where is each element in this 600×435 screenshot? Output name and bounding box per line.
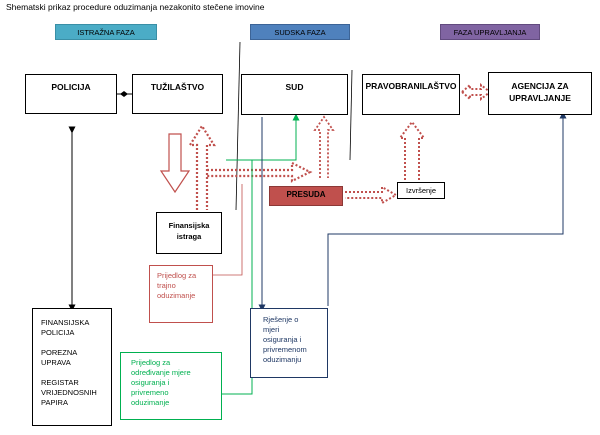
tuzilastvo-box: TUŽILAŠTVO xyxy=(132,74,223,114)
green-line-prijedlog-mjere xyxy=(222,113,300,395)
navy-line-rjesenje-agencija xyxy=(327,111,567,306)
policija-label: POLICIJA xyxy=(51,82,91,92)
diamond-connector xyxy=(120,91,128,97)
red-dotted-arrow-izvrsenje xyxy=(345,185,399,205)
prijedlog-trajno-line2: trajno xyxy=(157,281,176,290)
rjesenje-line1: Rješenje o xyxy=(263,315,299,324)
red-dotted-up-arrow-sud xyxy=(313,115,335,178)
pravobranilastvo-box: PRAVOBRANILAŠTVO xyxy=(362,74,460,115)
institutions-box: FINANSIJSKA POLICIJA POREZNA UPRAVA REGI… xyxy=(32,308,112,426)
rjesenje-line2: mjeri xyxy=(263,325,280,334)
sud-label: SUD xyxy=(285,82,304,92)
registar-line2: VRIJEDNOSNIH xyxy=(41,388,97,397)
presuda-label: PRESUDA xyxy=(286,190,326,199)
red-dotted-up-arrow-tuzilastvo xyxy=(188,123,216,210)
finansijska-policija-line2: POLICIJA xyxy=(41,328,75,337)
poreska-uprava-line1: POREZNA xyxy=(41,348,78,357)
red-line-prijedlog-trajno xyxy=(213,184,243,276)
prijedlog-trajno-line3: oduzimanje xyxy=(157,291,196,300)
presuda-box: PRESUDA xyxy=(269,186,343,206)
poreska-uprava-line2: UPRAVA xyxy=(41,358,71,367)
agencija-box: AGENCIJA ZA UPRAVLJANJE xyxy=(488,72,592,115)
finansijska-istraga-box: Finansijska istraga xyxy=(156,212,222,254)
agencija-label-line1: AGENCIJA ZA xyxy=(511,81,569,91)
izvrsenje-box: Izvršenje xyxy=(397,182,445,199)
diagram-title: Shematski prikaz procedure oduzimanja ne… xyxy=(6,2,265,12)
prijedlog-mjere-line4: privremeno xyxy=(131,388,169,397)
prijedlog-mjere-line5: oduzimanje xyxy=(131,398,170,407)
sud-box: SUD xyxy=(241,74,348,115)
rjesenje-line3: osiguranja i xyxy=(263,335,302,344)
red-dotted-double-arrow-agencija xyxy=(460,82,492,102)
tuzilastvo-label: TUŽILAŠTVO xyxy=(150,82,205,92)
prijedlog-mjere-line3: osiguranja i xyxy=(131,378,170,387)
policija-box: POLICIJA xyxy=(25,74,117,114)
phase-upravljanja: FAZA UPRAVLJANJA xyxy=(440,24,540,40)
phase-separator-left xyxy=(235,41,241,211)
pravobranilastvo-label: PRAVOBRANILAŠTVO xyxy=(365,81,457,91)
agencija-label-line2: UPRAVLJANJE xyxy=(509,93,571,103)
prijedlog-trajno-line1: Prijedlog za xyxy=(157,271,197,280)
red-dotted-up-arrow-pravobranilastvo xyxy=(398,120,426,180)
phase-separator-right xyxy=(349,69,353,161)
registar-line1: REGISTAR xyxy=(41,378,79,387)
prijedlog-mjere-line1: Prijedlog za xyxy=(131,358,171,367)
finansijska-label-line2: istraga xyxy=(176,232,202,241)
red-hollow-down-arrow xyxy=(159,133,191,194)
rjesenje-line4: privremenom xyxy=(263,345,307,354)
finansijska-label-line1: Finansijska xyxy=(168,221,210,230)
finansijska-policija-line1: FINANSIJSKA xyxy=(41,318,90,327)
prijedlog-trajno-box: Prijedlog za trajno oduzimanje xyxy=(149,265,213,323)
prijedlog-mjere-box: Prijedlog za određivanje mjere osiguranj… xyxy=(120,352,222,420)
red-dotted-right-arrow-sud xyxy=(207,161,313,183)
registar-line3: PAPIRA xyxy=(41,398,68,407)
prijedlog-mjere-line2: određivanje mjere xyxy=(131,368,191,377)
rjesenje-box: Rješenje o mjeri osiguranja i privremeno… xyxy=(250,308,328,378)
phase-istrazna: ISTRAŽNA FAZA xyxy=(55,24,157,40)
phase-sudska: SUDSKA FAZA xyxy=(250,24,350,40)
rjesenje-line5: oduzimanju xyxy=(263,355,302,364)
izvrsenje-label: Izvršenje xyxy=(405,186,436,195)
